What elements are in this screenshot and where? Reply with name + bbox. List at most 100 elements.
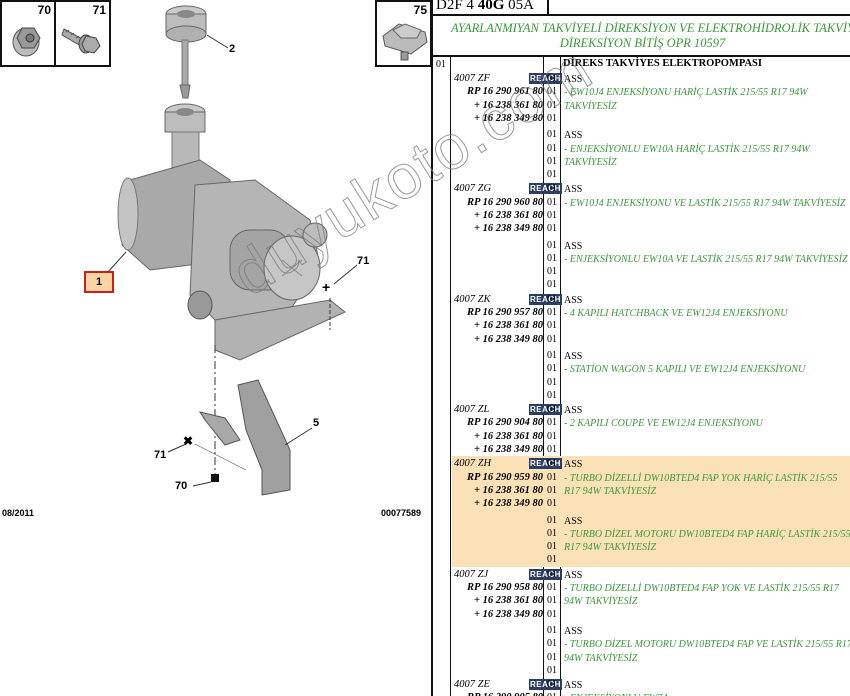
thumb-label: 70 (37, 3, 51, 17)
quantity-cell: 01 (547, 444, 557, 456)
assembly-label: ASS (564, 459, 583, 471)
diagram-reference: 00077589 (381, 508, 422, 518)
part-number[interactable]: RP 16 290 961 80 (466, 86, 543, 98)
reach-badge[interactable]: REACH (529, 293, 562, 305)
quantity-cell: 01 (547, 223, 557, 235)
column-divider (543, 57, 544, 696)
assembly-label: ASS (564, 184, 583, 196)
quantity-cell: 01 (547, 129, 557, 141)
sub-part-number[interactable]: + 16 238 361 80 (474, 595, 543, 607)
assembly-label: ASS (564, 625, 583, 637)
variant-description: - TURBO DİZELLİ DW10BTED4 FAP YOK VE LAS… (564, 583, 839, 608)
quantity-cell: 01 (547, 99, 557, 111)
quantity-cell: 01 (547, 279, 557, 291)
quantity-cell: 01 (547, 679, 557, 691)
sub-part-number[interactable]: + 16 238 349 80 (474, 333, 543, 345)
reference-code: 4007 ZG (454, 183, 492, 195)
part-number[interactable]: RP 16 290 904 80 (466, 417, 543, 429)
reach-badge[interactable]: REACH (529, 73, 562, 84)
quantity-cell: 01 (547, 209, 557, 221)
assembly-label: ASS (564, 74, 583, 85)
quantity-cell: 01 (547, 376, 557, 388)
quantity-cell: 01 (547, 293, 557, 305)
assembly-label: ASS (564, 515, 583, 527)
callout-71-upper[interactable]: 71 (357, 255, 370, 267)
variant-description: - EW10J4 ENJEKSİYONU HARİÇ LASTİK 215/55… (564, 87, 808, 112)
quantity-cell: 01 (547, 389, 557, 401)
heading-qty: 01 (436, 59, 446, 70)
assembly-label: ASS (564, 569, 583, 581)
sub-part-number[interactable]: + 16 238 361 80 (474, 320, 543, 332)
sub-part-number[interactable]: + 16 238 361 80 (474, 484, 543, 496)
quantity-cell: 01 (547, 651, 557, 663)
callout-71-lower[interactable]: 71 (154, 449, 167, 461)
thumb-part-71[interactable]: 71 (54, 0, 111, 67)
code-prefix: D2F 4 (436, 0, 478, 13)
section-title: AYARLANMIYAN TAKVİYELİ DİREKSİYON VE ELE… (433, 16, 850, 57)
sub-part-number[interactable]: + 16 238 361 80 (474, 99, 543, 111)
quantity-cell: 01 (547, 239, 557, 251)
quantity-cell: 01 (547, 458, 557, 470)
sub-part-number[interactable]: + 16 238 349 80 (474, 223, 543, 235)
parts-diagram: 70 71 75 (0, 0, 432, 518)
part-number[interactable]: RP 16 290 959 80 (466, 471, 543, 483)
thumb-part-70[interactable]: 70 (0, 0, 56, 67)
assembly-label: ASS (564, 294, 583, 306)
variant-description: - ENJEKSİYONLU EW10A VE LASTİK 215/55 R1… (564, 253, 848, 265)
callout-5[interactable]: 5 (313, 417, 320, 429)
quantity-cell: 01 (547, 608, 557, 620)
sub-part-number[interactable]: + 16 238 361 80 (474, 209, 543, 221)
quantity-cell: 01 (544, 692, 560, 696)
quantity-cell: 01 (547, 266, 557, 278)
reach-badge[interactable]: REACH (529, 568, 562, 580)
assembly-label: ASS (564, 350, 583, 362)
part-number[interactable]: RP 16 290 957 80 (466, 307, 543, 319)
sub-part-number[interactable]: + 16 238 349 80 (474, 498, 543, 510)
parts-list-panel: D2F 4 40G 05A AYARLANMIYAN TAKVİYELİ DİR… (431, 0, 850, 696)
quantity-cell: 01 (547, 320, 557, 332)
sub-part-number[interactable]: + 16 238 349 80 (474, 608, 543, 620)
code-divider (547, 0, 549, 15)
reach-badge[interactable]: REACH (529, 679, 562, 691)
quantity-cell: 01 (547, 582, 557, 594)
callout-70[interactable]: 70 (175, 480, 188, 492)
part-group-row[interactable]: 4007 ZEREACHRP 16 290 905 80+ 16 238 361… (452, 677, 850, 696)
quantity-cell: 01 (547, 307, 557, 319)
sub-part-number[interactable]: + 16 238 349 80 (474, 112, 543, 124)
variant-description: - TURBO DİZEL MOTORU DW10BTED4 FAP HARİÇ… (564, 528, 850, 554)
part-number[interactable]: RP 16 290 958 80 (466, 582, 543, 594)
sub-part-number[interactable]: + 16 238 361 80 (474, 430, 543, 442)
title-line-1: AYARLANMIYAN TAKVİYELİ DİREKSİYON VE ELE… (451, 21, 850, 35)
reference-code: 4007 ZE (454, 679, 490, 691)
part-group-row[interactable]: 4007 ZF REACH RP 16 290 961 80+ 16 238 361… (452, 71, 850, 181)
quantity-cell: 01 (547, 73, 557, 84)
quantity-cell: 01 (547, 333, 557, 345)
flange-bolt-icon (61, 28, 101, 54)
reference-code: 4007 ZF (454, 73, 490, 84)
part-number[interactable]: RP 16 290 960 80 (466, 196, 543, 208)
sub-part-number[interactable]: + 16 238 349 80 (474, 444, 543, 456)
quantity-cell: 01 (547, 595, 557, 607)
reach-badge[interactable]: REACH (529, 404, 562, 416)
reach-badge[interactable]: REACH (529, 183, 562, 195)
part-number[interactable]: RP 16 290 905 80 (467, 692, 543, 696)
thumb-part-75[interactable]: 75 (375, 0, 432, 67)
quantity-cell: 01 (547, 155, 557, 167)
quantity-cell: 01 (547, 252, 557, 264)
quantity-cell: 01 (547, 471, 557, 483)
quantity-cell: 01 (547, 430, 557, 442)
quantity-cell: 01 (547, 363, 557, 375)
reference-code: 4007 ZH (454, 458, 492, 470)
diagram-date: 08/2011 (2, 508, 35, 518)
callout-2[interactable]: 2 (229, 43, 236, 55)
thumb-label: 71 (92, 3, 106, 17)
variant-description: - TURBO DİZELLİ DW10BTED4 FAP YOK HARİÇ … (564, 472, 838, 497)
callout-1-highlighted[interactable]: 1 (84, 271, 114, 293)
reach-badge[interactable]: REACH (529, 458, 562, 470)
thumb-label: 75 (413, 3, 427, 17)
